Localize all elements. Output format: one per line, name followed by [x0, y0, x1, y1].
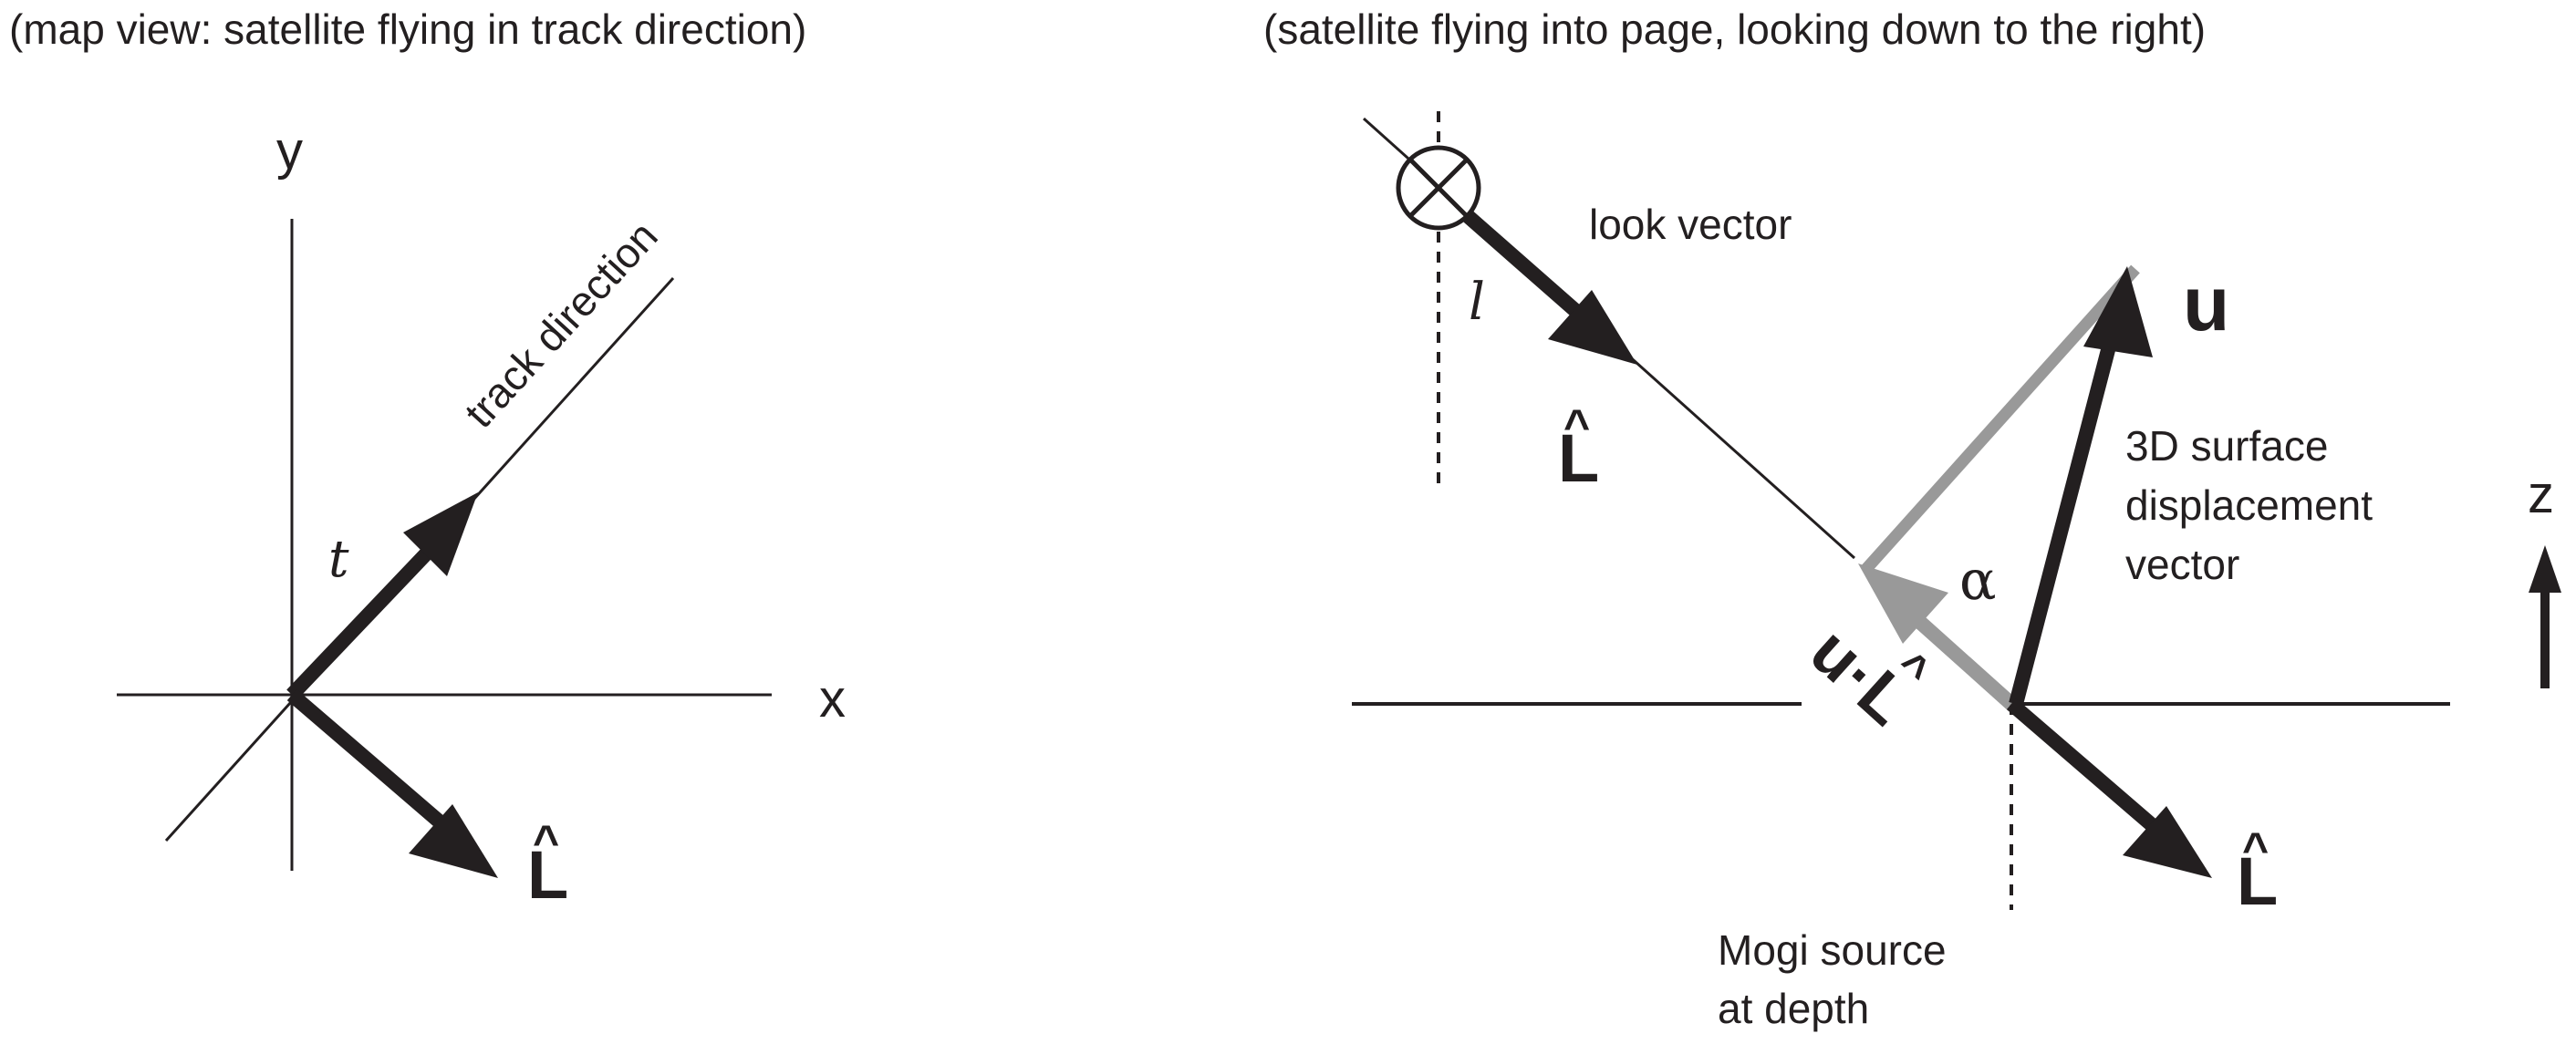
look-unit-arrow-shaft-map	[286, 688, 454, 836]
track-unit-arrow-head	[403, 492, 478, 576]
look-unit-hat-map: ^	[533, 816, 559, 867]
cross-section-caption: (satellite flying into page, looking dow…	[1263, 5, 2206, 53]
u-label: u	[2183, 261, 2229, 346]
displacement-label-line1: 3D surface	[2125, 422, 2328, 470]
mogi-label-line1: Mogi source	[1718, 926, 1947, 974]
map-view-caption: (map view: satellite flying in track dir…	[9, 5, 806, 53]
look-unit-symbol-ground: L	[2237, 843, 2278, 919]
look-unit-symbol-top: L	[1558, 420, 1599, 496]
projection-to-displacement-line	[1861, 264, 2140, 574]
look-unit-arrow-head-map	[409, 804, 498, 878]
z-axis-label: z	[2528, 465, 2554, 524]
l-label: l	[1469, 273, 1485, 332]
look-unit-hat-top: ^	[1563, 400, 1590, 451]
look-unit-symbol-map: L	[527, 837, 568, 913]
alpha-label: α	[1959, 549, 1997, 613]
satellite-into-page-icon	[1396, 145, 1481, 231]
displacement-label-line2: displacement	[2125, 481, 2373, 529]
mogi-label-line2: at depth	[1718, 985, 1869, 1032]
look-vector-label: look vector	[1589, 201, 1792, 248]
displacement-arrow-head	[2083, 266, 2153, 357]
displacement-arrow-shaft	[2009, 344, 2116, 707]
cross-section-panel: (satellite flying into page, looking dow…	[1263, 5, 2561, 1032]
projection-arrow-head	[1858, 563, 1948, 644]
look-vector-arrow-head	[1548, 290, 1637, 365]
look-unit-hat-ground: ^	[2242, 823, 2269, 874]
z-axis-arrow-head	[2529, 545, 2561, 593]
look-unit-arrow-shaft-ground	[2006, 698, 2169, 842]
t-label: t	[328, 530, 349, 589]
y-axis-label: y	[276, 121, 303, 181]
x-axis-label: x	[819, 669, 846, 729]
map-view-panel: (map view: satellite flying in track dir…	[9, 5, 846, 913]
look-vector-arrow-shaft	[1461, 209, 1593, 327]
track-unit-arrow-shaft	[286, 538, 441, 700]
look-unit-arrow-head-ground	[2123, 806, 2212, 878]
displacement-label-line3: vector	[2125, 541, 2239, 588]
